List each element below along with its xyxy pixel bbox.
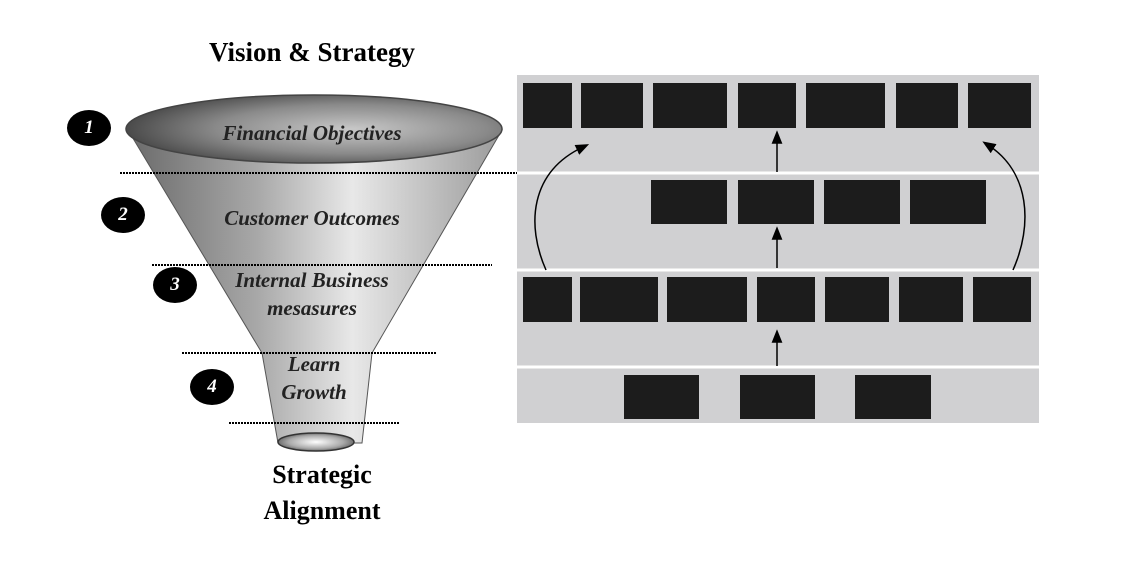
- level-label-internal-line-1: Internal Business: [235, 268, 389, 292]
- alignment-arrows: [534, 130, 1026, 366]
- level-badge-3: 3: [153, 267, 197, 303]
- level-label-customer: Customer Outcomes: [224, 206, 400, 230]
- block: [581, 83, 643, 128]
- block: [523, 83, 572, 128]
- block: [825, 277, 889, 322]
- level-badge-4: 4: [190, 369, 234, 405]
- level-label-learn-line-2: Growth: [281, 380, 347, 404]
- block: [653, 83, 727, 128]
- bottom-label-line-2: Alignment: [263, 496, 381, 525]
- block: [855, 375, 931, 419]
- curved-arrow-right: [982, 141, 1026, 271]
- level-badge-1: 1: [67, 110, 111, 146]
- funnel-top-ellipse: [125, 94, 503, 164]
- block: [667, 277, 747, 322]
- bottom-label-line-1: Strategic: [272, 460, 372, 489]
- level-label-internal-line-2: mesasures: [267, 296, 357, 320]
- block: [899, 277, 963, 322]
- block: [824, 180, 900, 224]
- block: [757, 277, 815, 322]
- block: [738, 180, 814, 224]
- block: [580, 277, 658, 322]
- block: [968, 83, 1031, 128]
- row-financial-blocks: [523, 83, 1031, 128]
- block: [973, 277, 1031, 322]
- row-learning-blocks: [624, 375, 931, 419]
- block: [651, 180, 727, 224]
- block: [738, 83, 796, 128]
- block: [624, 375, 699, 419]
- funnel-bottom-ellipse: [277, 432, 355, 452]
- block: [896, 83, 958, 128]
- level-label-learn-line-1: Learn: [287, 352, 341, 376]
- block: [806, 83, 885, 128]
- diagram-title: Vision & Strategy: [209, 37, 415, 67]
- curved-arrow-left: [534, 144, 590, 271]
- block: [910, 180, 986, 224]
- level-badge-2: 2: [101, 197, 145, 233]
- level-label-financial: Financial Objectives: [222, 121, 402, 145]
- block: [523, 277, 572, 322]
- block: [740, 375, 815, 419]
- row-internal-blocks: [523, 277, 1031, 322]
- row-customer-blocks: [651, 180, 986, 224]
